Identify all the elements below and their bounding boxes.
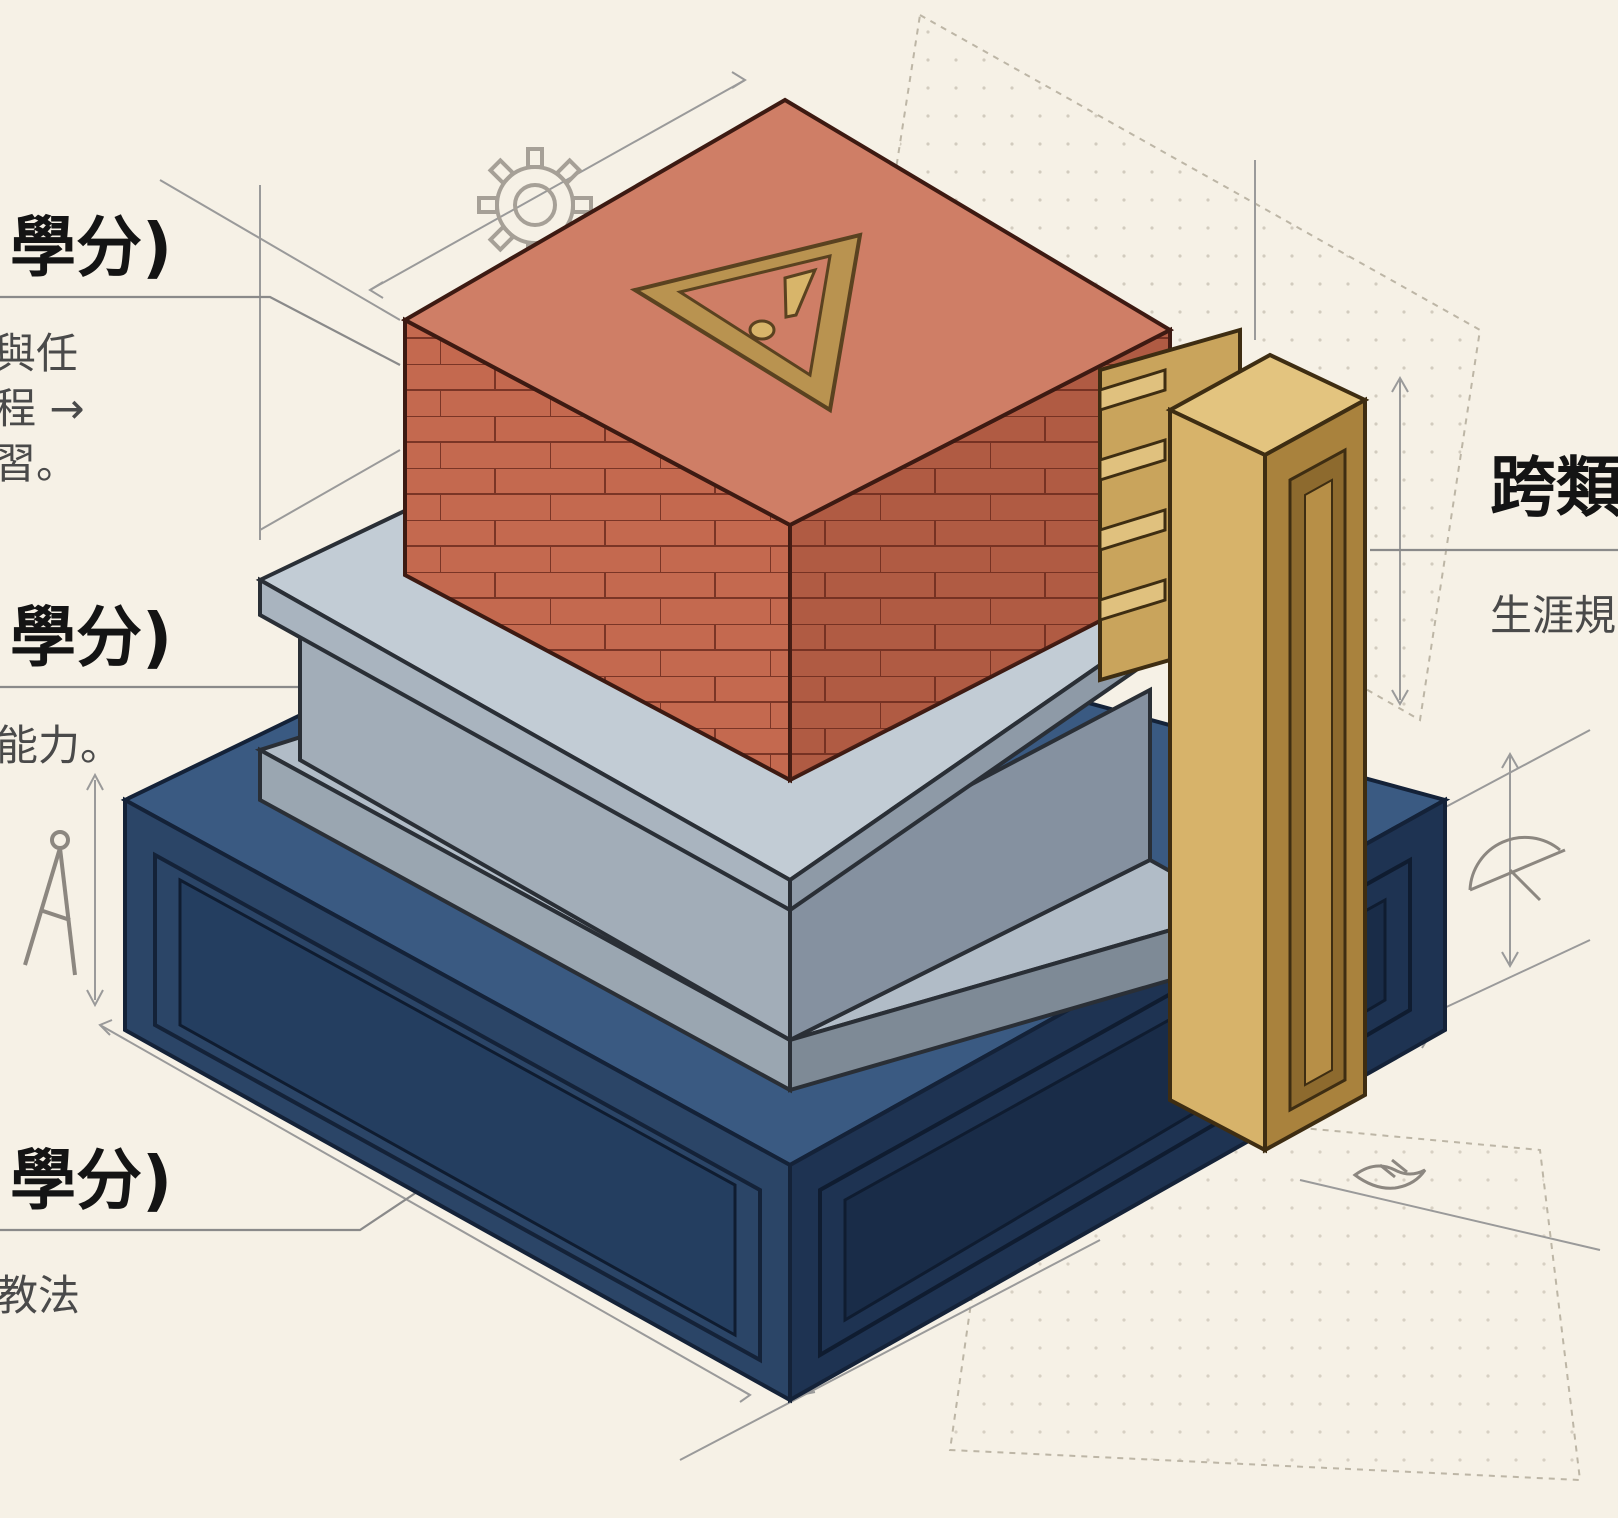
- left-bottom-desc: 教法: [0, 1271, 81, 1320]
- left-top-desc-line-1: 與任: [0, 329, 79, 378]
- protractor-icon: [1468, 835, 1566, 902]
- left-middle-heading: 學分): [10, 599, 173, 676]
- warning-triangle-icon: [629, 232, 863, 414]
- left-middle-desc: 能力。: [0, 721, 123, 770]
- left-top-heading: 學分): [10, 209, 173, 286]
- leader-lines: [0, 295, 1618, 1232]
- left-bottom-heading: 學分): [10, 1142, 173, 1219]
- gold-pillar: [1098, 327, 1370, 1154]
- right-heading: 跨類: [1490, 449, 1618, 526]
- left-top-desc-line-3: 習。: [0, 439, 79, 488]
- left-top-desc-line-2: 程 →: [0, 384, 85, 433]
- compass-icon: [23, 830, 77, 976]
- right-desc: 生涯規: [1490, 591, 1617, 640]
- handshake-icon: [1352, 1158, 1427, 1190]
